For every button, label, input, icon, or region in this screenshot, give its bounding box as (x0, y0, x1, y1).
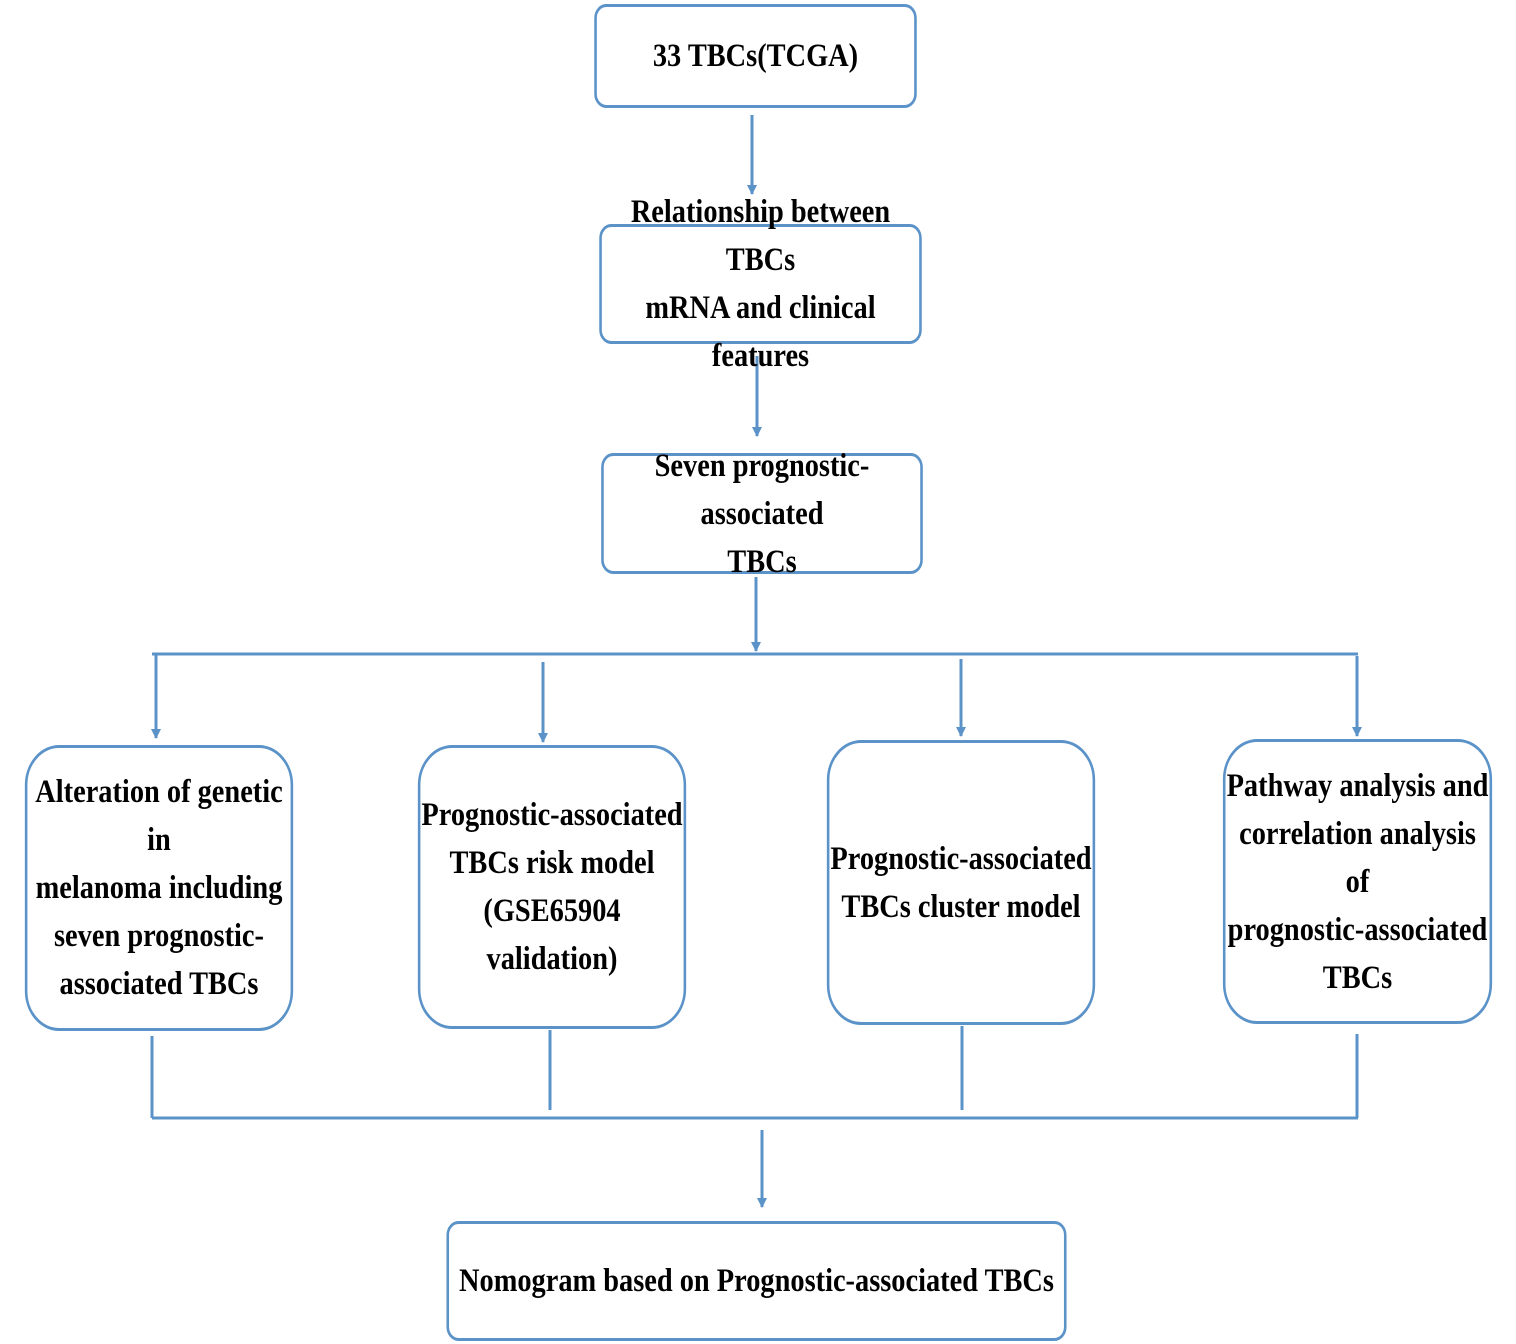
node-tcga: 33 TBCs(TCGA) (594, 4, 917, 108)
node-pathway: Pathway analysis and correlation analysi… (1222, 739, 1493, 1024)
node-relationship: Relationship between TBCs mRNA and clini… (599, 194, 922, 374)
node-cluster-model-label: Prognostic-associated TBCs cluster model (830, 840, 1092, 925)
node-seven-prognostic: Seven prognostic-associated TBCs (601, 448, 923, 580)
node-tcga-label: 33 TBCs(TCGA) (652, 38, 859, 74)
node-alteration: Alteration of genetic in melanoma includ… (24, 745, 294, 1031)
node-nomogram-label: Nomogram based on Prognostic-associated … (459, 1263, 1054, 1299)
node-nomogram: Nomogram based on Prognostic-associated … (446, 1221, 1067, 1341)
node-pathway-label: Pathway analysis and correlation analysi… (1226, 767, 1489, 996)
node-cluster-model: Prognostic-associated TBCs cluster model (826, 740, 1096, 1025)
node-risk-model: Prognostic-associated TBCs risk model (G… (417, 745, 687, 1029)
node-alteration-label: Alteration of genetic in melanoma includ… (35, 774, 283, 1002)
node-risk-model-label: Prognostic-associated TBCs risk model (G… (421, 797, 683, 977)
node-seven-prognostic-label: Seven prognostic-associated TBCs (654, 447, 870, 580)
node-relationship-label: Relationship between TBCs mRNA and clini… (630, 194, 891, 374)
